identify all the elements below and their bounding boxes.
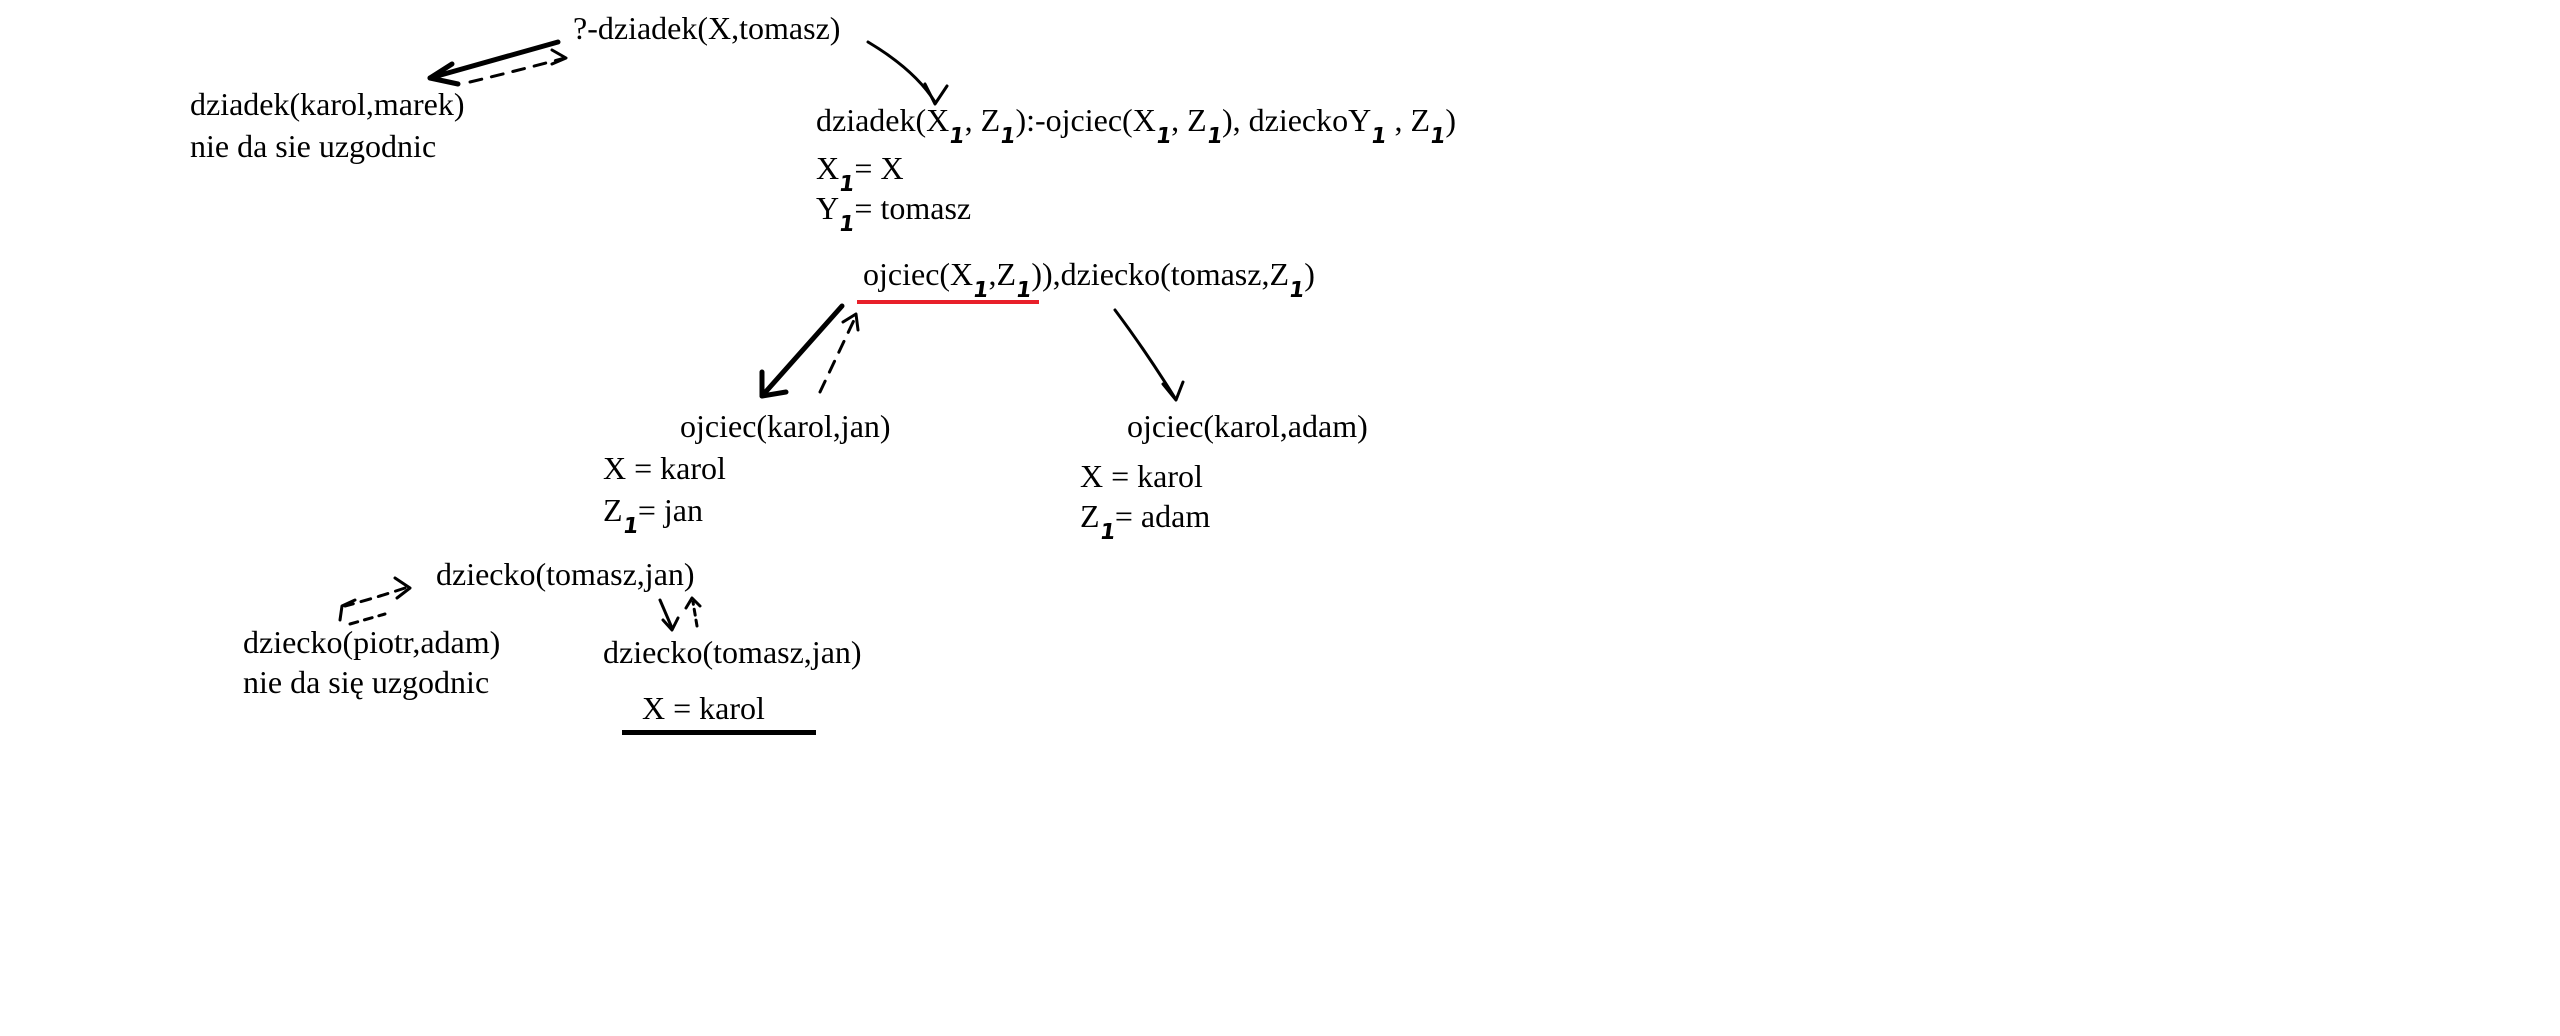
backtrack-left-branch [818, 316, 857, 394]
left-child-note: nie da się uzgodnic [243, 664, 490, 700]
left-fact-clause: dziadek(karol,marek) [190, 86, 465, 122]
left-child-clause: dziecko(piotr,adam) [243, 624, 501, 660]
arrow-goal-to-left-branch [759, 303, 845, 399]
arrow-root-to-rule [866, 40, 937, 104]
right-child-clause: dziecko(tomasz,jan) [603, 634, 862, 670]
arrowhead-rule [923, 82, 949, 106]
backtrack-left-fact-head [550, 48, 568, 66]
backtrack-left-child-head [393, 576, 412, 600]
right-branch-fact: ojciec(karol,adam) [1127, 408, 1368, 444]
arrowhead-right-child [661, 616, 680, 632]
goal-highlight-underline [857, 300, 1039, 304]
goal-dziecko: dziecko(tomasz,jan) [436, 556, 695, 592]
binding-y1: Y1= tomasz [816, 190, 972, 237]
arrow-root-to-left-fact [427, 39, 561, 81]
backtrack-left-branch-head [841, 312, 860, 332]
result-binding: X = karol [642, 690, 765, 726]
binding-x1: X1= X [816, 150, 904, 197]
rule-clause: dziadek(X1, Z1):-ojciec(X1, Z1), dziecko… [816, 102, 1457, 149]
arrowhead-left-fact [427, 61, 461, 87]
arrow-left-child-hook [338, 598, 357, 622]
right-branch-x-binding: X = karol [1080, 458, 1203, 494]
backtrack-right-child-head [684, 596, 702, 610]
root-query: ?-dziadek(X,tomasz) [573, 10, 841, 46]
arrow-goal-to-right-branch [1113, 308, 1177, 400]
backtrack-right-child [691, 600, 699, 628]
arrowhead-left-branch [759, 369, 789, 399]
arrowhead-right-branch [1161, 380, 1185, 402]
left-branch-x-binding: X = karol [603, 450, 726, 486]
result-underline [622, 730, 816, 735]
left-branch-z-binding: Z1= jan [603, 492, 703, 539]
arrow-goal3-to-right-child [658, 598, 674, 630]
left-fact-note: nie da sie uzgodnic [190, 128, 437, 164]
arrow-left-child-dash2 [348, 612, 387, 626]
goal-ojciec-dziecko: ojciec(X1,Z1)),dziecko(tomasz,Z1) [863, 256, 1315, 303]
backtrack-left-child [343, 586, 407, 608]
left-branch-fact: ojciec(karol,jan) [680, 408, 891, 444]
right-branch-z-binding: Z1= adam [1080, 498, 1211, 545]
backtrack-left-fact [468, 56, 567, 84]
